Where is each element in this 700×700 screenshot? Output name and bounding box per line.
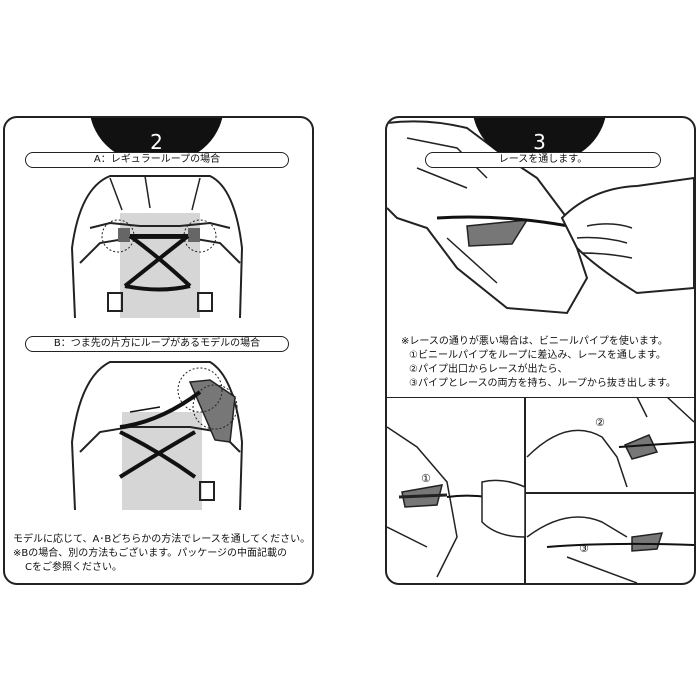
step-3-instruction-label: レースを通します。 bbox=[425, 152, 661, 168]
marker-3-label: ③ bbox=[579, 542, 589, 555]
step-3-note-3: ②パイプ出口からレースが出たら、 bbox=[409, 364, 568, 375]
step-2-note-1: モデルに応じて、A･Bどちらかの方法でレースを通してください。 bbox=[13, 534, 311, 545]
option-b-label: B：つま先の片方にループがあるモデルの場合 bbox=[25, 336, 289, 352]
shoe-illustration-b bbox=[70, 361, 244, 510]
step-2-panel: 2 A：レギュラーループの場合 B：つま先の片方にループがあるモデルの場合 モデ… bbox=[3, 116, 314, 585]
step-3-note-4: ③パイプとレースの両方を持ち、ループから抜き出します。 bbox=[409, 378, 676, 389]
hand-threading-illustration bbox=[387, 120, 694, 315]
step-3-note-1: ※レースの通りが悪い場合は、ビニールパイプを使います。 bbox=[401, 336, 668, 347]
marker-2-label: ② bbox=[595, 416, 605, 429]
shoe-illustration-a bbox=[70, 175, 244, 318]
marker-1-label: ① bbox=[421, 472, 431, 485]
step-3-note-2: ①ビニールパイプをループに差込み、レースを通します。 bbox=[409, 350, 666, 361]
step-3-panel: 3 レースを通します。 ※レースの通りが悪い場合は、ビニールパイプを使います。 … bbox=[385, 116, 696, 585]
step-2-note-3: Cをご参照ください。 bbox=[25, 562, 122, 573]
step-2-note-2: ※Bの場合、別の方法もございます。パッケージの中面記載の bbox=[13, 548, 288, 559]
option-a-label: A：レギュラーループの場合 bbox=[25, 152, 289, 168]
sub-illustrations-frame bbox=[387, 397, 694, 583]
